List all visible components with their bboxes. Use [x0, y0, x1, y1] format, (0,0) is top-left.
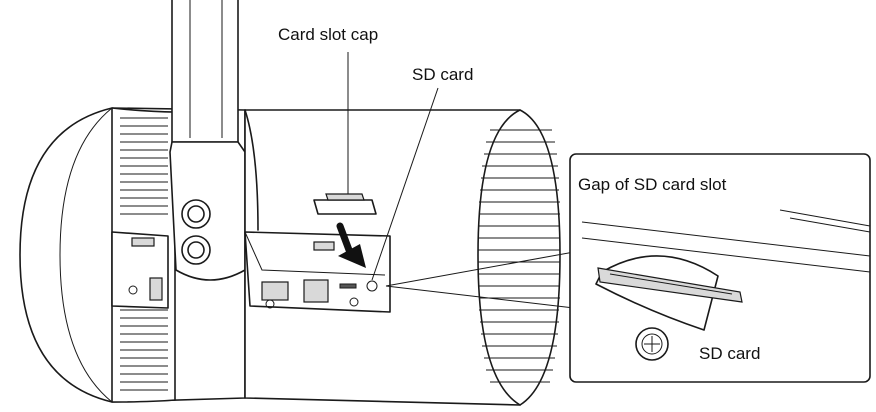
insertion-arrow [336, 222, 366, 268]
power-port [303, 279, 329, 303]
card-slot-cap [313, 193, 377, 215]
lan-port [261, 281, 289, 301]
detail-inset [569, 153, 871, 383]
housing-main-body [244, 109, 561, 406]
sd-card-label: SD card [412, 65, 474, 84]
sd-card-detail-label: SD card [699, 344, 761, 363]
sd-card-slot [339, 283, 357, 289]
mounting-pole [169, 0, 246, 281]
housing-ribs [120, 117, 168, 391]
sd-card [597, 267, 743, 303]
card-slot-cap-label: Card slot cap [278, 25, 379, 44]
gap-of-sd-card-slot-label: Gap of SD card slot [578, 175, 727, 194]
screw-icon [635, 327, 669, 361]
rear-fins [478, 129, 560, 383]
